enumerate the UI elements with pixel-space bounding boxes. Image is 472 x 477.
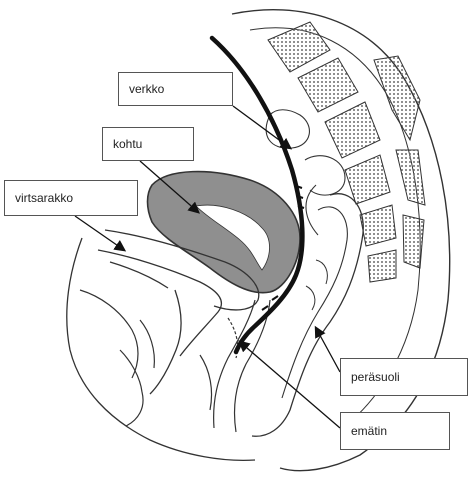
leader-virtsarakko — [75, 216, 124, 250]
label-ematin-text: emätin — [351, 424, 387, 438]
label-kohtu-text: kohtu — [113, 137, 142, 151]
label-virtsarakko: virtsarakko — [4, 180, 138, 216]
uterus — [148, 172, 301, 293]
label-verkko: verkko — [118, 72, 233, 106]
label-ematin: emätin — [340, 412, 450, 450]
leader-perasuoli — [316, 328, 340, 372]
label-perasuoli: peräsuoli — [340, 358, 468, 396]
pubic-bone — [80, 290, 154, 426]
leader-ematin — [240, 342, 340, 428]
label-verkko-text: verkko — [129, 82, 164, 96]
leader-verkko — [233, 106, 290, 148]
label-perasuoli-text: peräsuoli — [351, 370, 400, 384]
label-kohtu: kohtu — [102, 127, 194, 161]
label-virtsarakko-text: virtsarakko — [15, 191, 73, 205]
